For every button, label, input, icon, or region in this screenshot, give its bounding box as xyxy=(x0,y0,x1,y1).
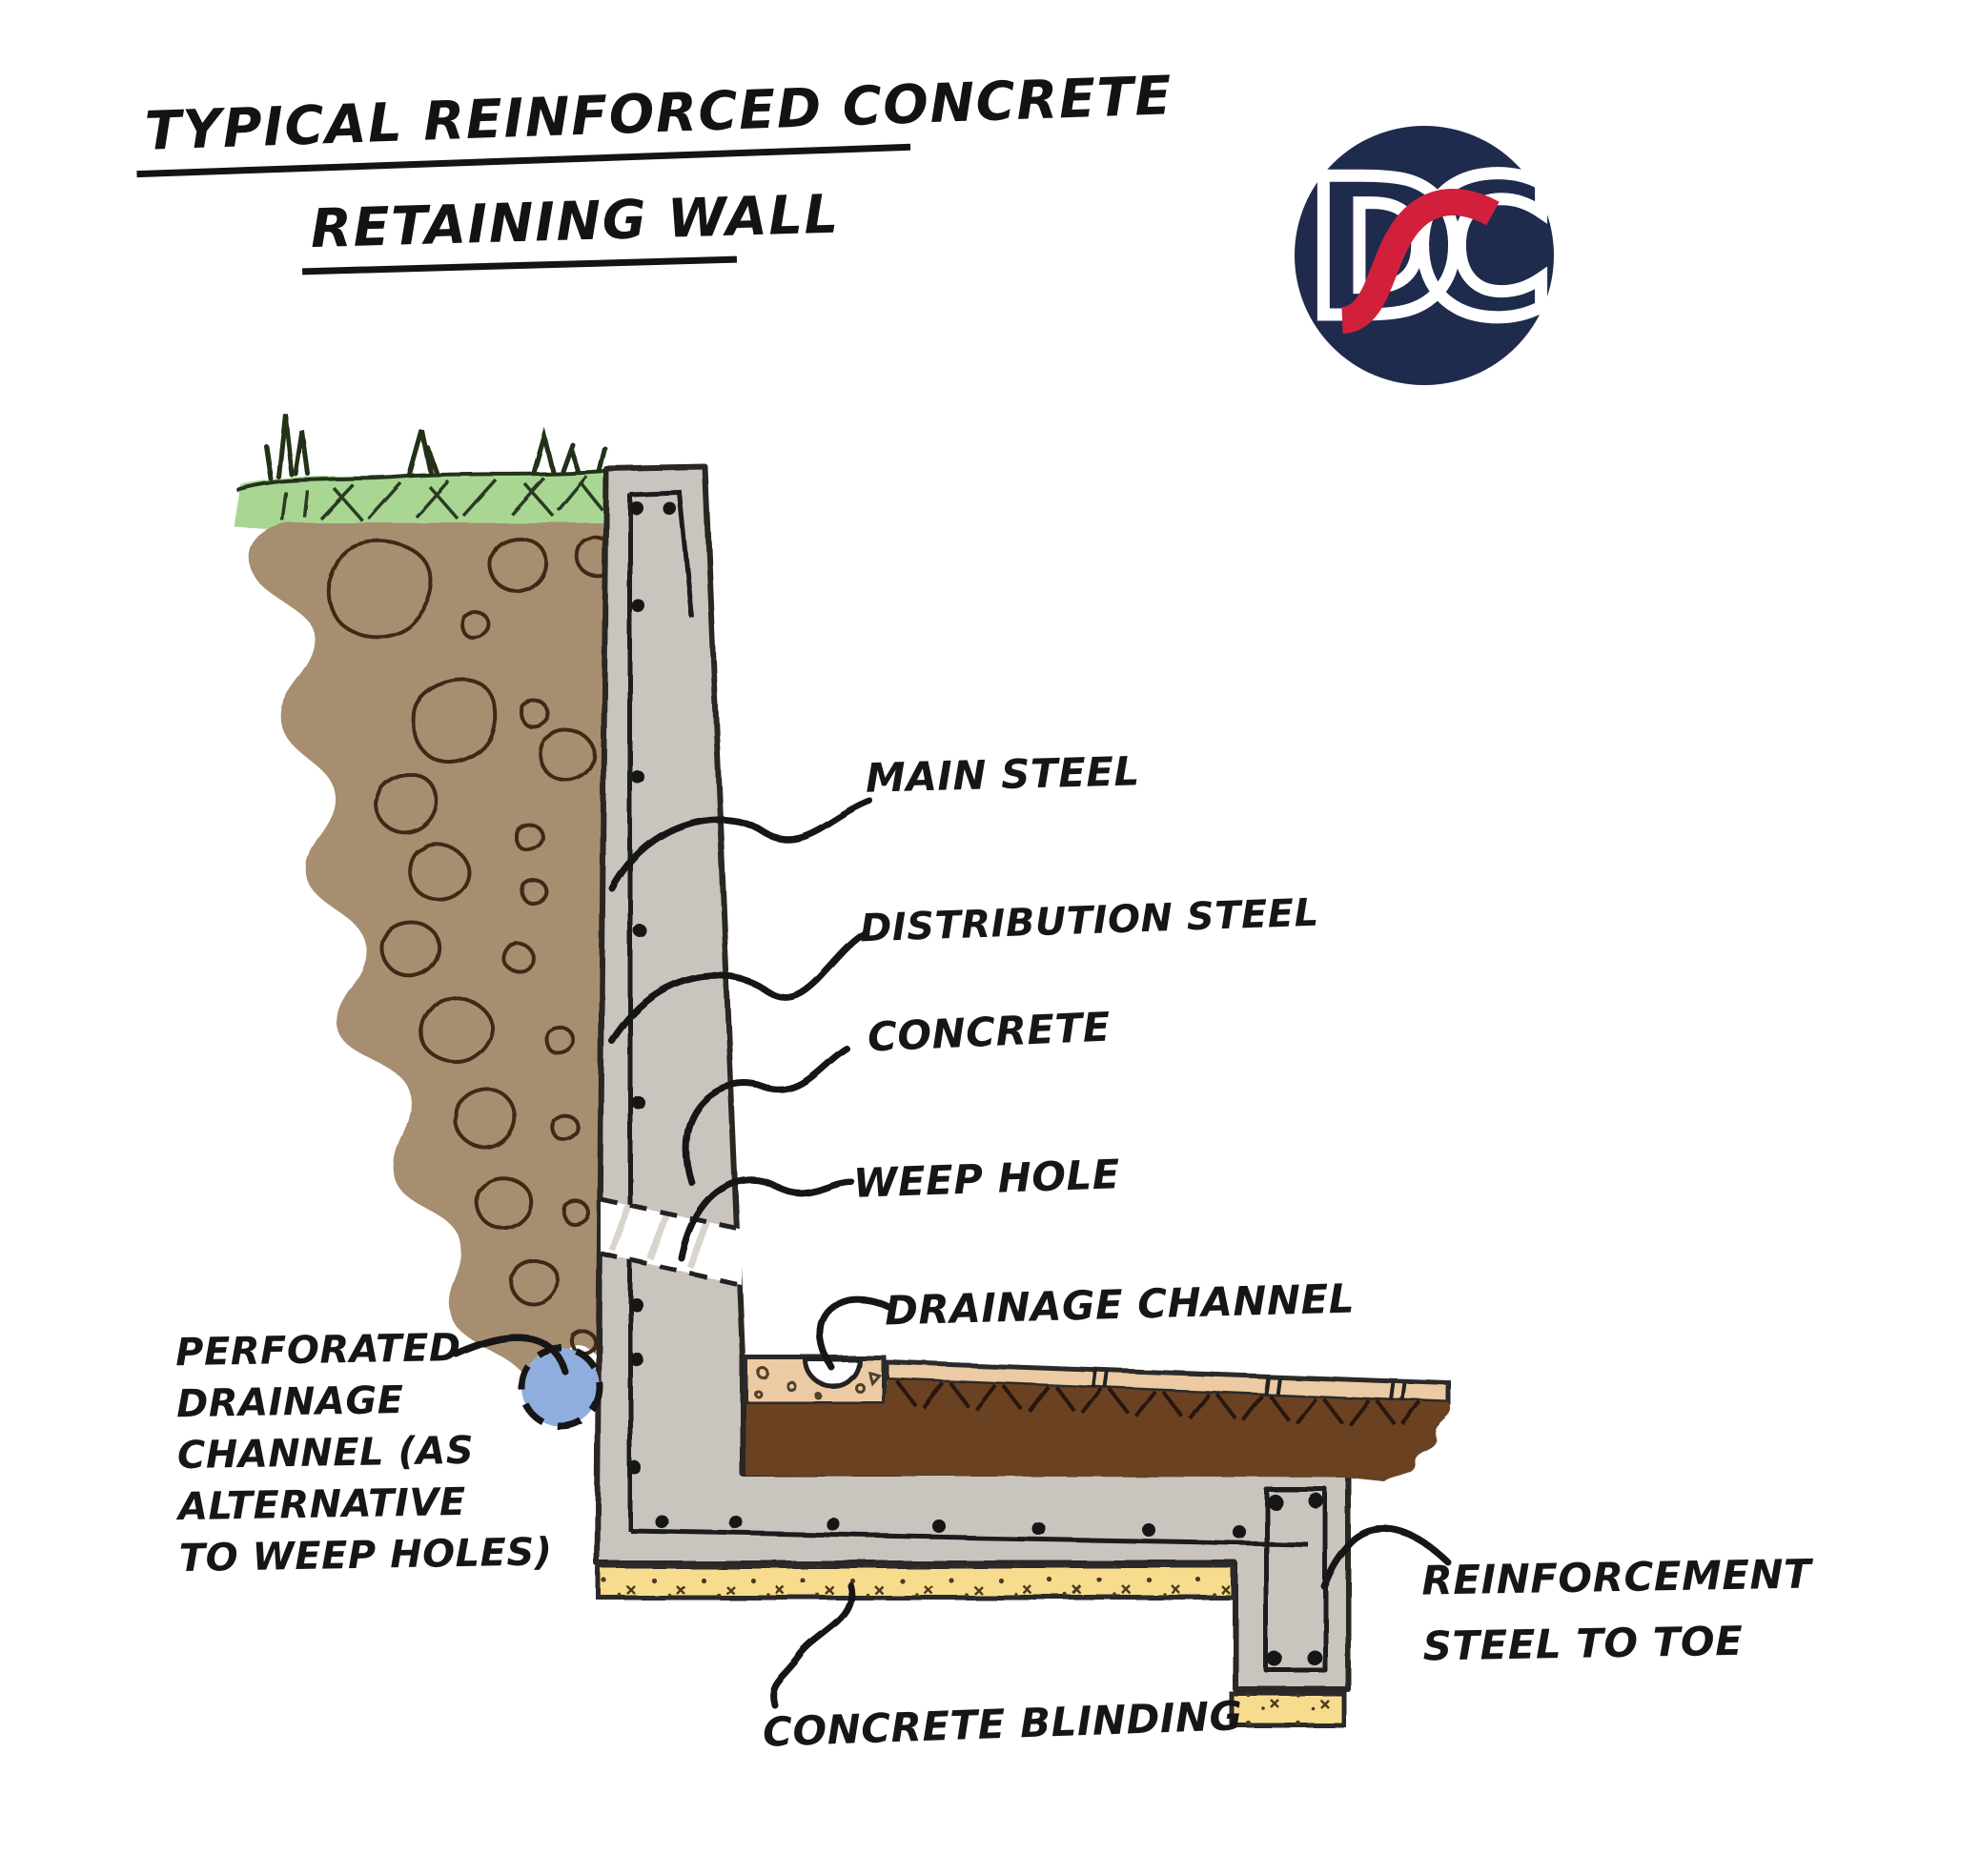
drainage-pipe xyxy=(518,1344,603,1430)
drainage-channel-cut xyxy=(803,1356,862,1389)
leader-perforated-drainage xyxy=(452,1334,570,1376)
footing-steel-bar xyxy=(629,1528,1309,1547)
leader-lines xyxy=(452,797,1451,1708)
distribution-steel-dots xyxy=(628,501,1323,1666)
label-perforated-line4: ALTERNATIVE xyxy=(177,1479,467,1530)
label-reinforcement-toe: REINFORCEMENT STEEL TO TOE xyxy=(1421,1540,1813,1680)
concrete-wall xyxy=(594,464,1351,1692)
subsoil-hatch xyxy=(894,1378,1422,1427)
dc-logo: D C xyxy=(1295,126,1560,385)
retained-soil xyxy=(248,522,604,1376)
page-title-line2: RETAINING WALL xyxy=(299,184,840,275)
label-perforated-line1: PERFORATED xyxy=(174,1325,462,1376)
label-weep-hole: WEEP HOLE xyxy=(852,1151,1121,1207)
grass-top-edge xyxy=(235,469,605,492)
logo-letter-c: C xyxy=(1414,138,1554,360)
leader-drainage-channel xyxy=(816,1295,892,1371)
main-steel-hook xyxy=(629,490,695,619)
sketch-layer xyxy=(234,413,1452,1728)
leader-distribution-steel xyxy=(608,928,869,1045)
weep-hole-opening xyxy=(600,1196,743,1288)
paver-speckles xyxy=(753,1366,882,1399)
grass-fill xyxy=(234,470,604,530)
leader-main-steel xyxy=(608,797,873,892)
leader-weep-hole xyxy=(678,1176,855,1262)
concrete-blinding-layer xyxy=(596,1563,1347,1728)
toe-stirrup xyxy=(1263,1486,1328,1673)
label-reinforcement-line1: REINFORCEMENT xyxy=(1420,1550,1812,1604)
leader-concrete xyxy=(682,1045,850,1186)
leader-reinforcement-toe xyxy=(1320,1526,1451,1590)
weep-hole-dashed-edges xyxy=(600,1196,743,1288)
grass-hatch xyxy=(280,474,604,522)
label-perforated-line5: TO WEEP HOLES) xyxy=(178,1530,553,1581)
label-perforated-drainage: PERFORATED DRAINAGE CHANNEL (AS ALTERNAT… xyxy=(175,1319,638,1584)
weep-hole-shading xyxy=(608,1203,711,1270)
leader-concrete-blinding xyxy=(769,1581,855,1708)
label-perforated-line2: DRAINAGE xyxy=(175,1378,404,1427)
grass xyxy=(234,413,607,530)
logo-red-swoosh xyxy=(1339,189,1500,334)
paver-joints xyxy=(1091,1368,1407,1413)
label-main-steel: MAIN STEEL xyxy=(865,747,1141,802)
label-perforated-line3: CHANNEL (AS xyxy=(176,1428,475,1478)
grass-tufts xyxy=(263,413,607,481)
weep-hole-gap xyxy=(601,1199,742,1285)
label-reinforcement-line2: STEEL TO TOE xyxy=(1422,1618,1744,1670)
subsoil-fill xyxy=(745,1378,1452,1481)
